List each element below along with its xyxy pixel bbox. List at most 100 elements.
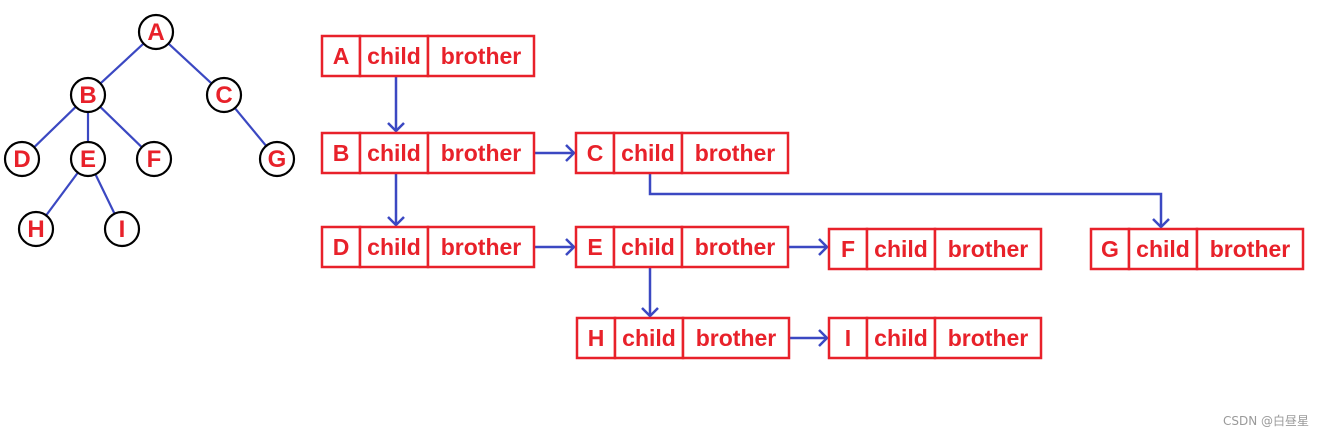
tree-edge-A-B xyxy=(99,42,145,85)
box-child-cell xyxy=(865,227,937,271)
tree-node-circle xyxy=(17,210,55,248)
pointer-E-brother-F xyxy=(782,238,829,256)
tree-node-F: F xyxy=(135,140,173,178)
box-brother-cell-text: brother xyxy=(948,236,1029,262)
box-brother-cell-text: brother xyxy=(948,325,1029,351)
tree-edges xyxy=(33,42,268,217)
box-child-cell xyxy=(358,131,430,175)
tree-node-label: C xyxy=(215,82,232,109)
box-label-cell-text: H xyxy=(588,325,605,351)
box-brother-cell-text: brother xyxy=(1210,236,1291,262)
box-child-cell-text: child xyxy=(621,234,675,260)
box-label-cell xyxy=(574,225,616,269)
tree-node-label: F xyxy=(147,146,162,173)
box-brother-cell xyxy=(680,131,790,175)
box-brother-cell xyxy=(933,227,1043,271)
box-child-cell xyxy=(865,316,937,360)
tree-node-circle xyxy=(135,140,173,178)
pointer-H-brother-I xyxy=(783,329,829,347)
box-child-cell-text: child xyxy=(1136,236,1190,262)
tree-node-I: I xyxy=(103,210,141,248)
pointer-arrowhead xyxy=(818,238,829,256)
box-child-cell-text: child xyxy=(367,43,421,69)
tree-node-circle xyxy=(69,76,107,114)
box-child-cell xyxy=(612,225,684,269)
box-brother-cell xyxy=(426,225,536,269)
tree-node-circle xyxy=(205,76,243,114)
box-brother-cell-text: brother xyxy=(695,140,776,166)
box-label-cell-text: I xyxy=(845,325,851,351)
tree-node-circle xyxy=(258,140,296,178)
box-child-cell-text: child xyxy=(622,325,676,351)
tree-nodes: A B C D E F G H I xyxy=(3,13,296,248)
box-brother-cell xyxy=(680,225,790,269)
box-brother-cell xyxy=(426,34,536,78)
pointer-arrowhead xyxy=(818,329,829,347)
box-brother-cell xyxy=(1195,227,1305,271)
pointer-C-child-G xyxy=(648,161,1170,229)
pointer-arrowhead xyxy=(565,238,576,256)
tree-node-H: H xyxy=(17,210,55,248)
tree-node-label: A xyxy=(147,19,164,46)
box-brother-cell-text: brother xyxy=(441,234,522,260)
tree-node-G: G xyxy=(258,140,296,178)
pointer-arrowhead xyxy=(387,122,405,133)
tree-node-C: C xyxy=(205,76,243,114)
box-label-cell-text: D xyxy=(333,234,350,260)
box-child-cell-text: child xyxy=(874,236,928,262)
pointer-arrowhead xyxy=(641,307,659,318)
tree-edge-E-I xyxy=(94,173,116,215)
box-brother-cell-text: brother xyxy=(696,325,777,351)
tree-node-circle xyxy=(137,13,175,51)
child-brother-pointers xyxy=(387,64,1170,347)
tree-edge-E-H xyxy=(45,171,79,217)
tree-node-circle xyxy=(69,140,107,178)
box-child-cell-text: child xyxy=(621,140,675,166)
box-label-cell-text: C xyxy=(587,140,604,166)
box-brother-cell-text: brother xyxy=(441,43,522,69)
box-label-cell-text: F xyxy=(841,236,855,262)
tree-node-D: D xyxy=(3,140,41,178)
tree-node-label: B xyxy=(79,82,96,109)
watermark: CSDN @白昼星 xyxy=(1222,414,1309,428)
tree-edge-A-C xyxy=(167,42,213,85)
box-child-cell xyxy=(612,131,684,175)
box-brother-cell-text: brother xyxy=(441,140,522,166)
tree-node-label: G xyxy=(268,146,287,173)
box-label-cell-text: B xyxy=(333,140,350,166)
box-label-cell-text: E xyxy=(587,234,602,260)
tree-edge-B-D xyxy=(33,106,77,148)
pointer-B-brother-C xyxy=(528,144,576,162)
tree-node-label: H xyxy=(27,216,44,243)
box-child-cell-text: child xyxy=(367,234,421,260)
pointer-line xyxy=(648,161,1163,227)
box-label-cell xyxy=(575,316,617,360)
box-label-cell xyxy=(827,227,869,271)
tree-node-E: E xyxy=(69,140,107,178)
pointer-arrowhead xyxy=(1152,218,1170,229)
tree-node-label: I xyxy=(119,216,126,243)
tree-node-circle xyxy=(3,140,41,178)
tree-edge-C-G xyxy=(233,107,268,147)
tree-edge-B-F xyxy=(99,106,143,148)
box-label-cell xyxy=(574,131,616,175)
tree-node-label: E xyxy=(80,146,96,173)
tree-node-circle xyxy=(103,210,141,248)
box-label-cell-text: G xyxy=(1101,236,1119,262)
box-brother-cell xyxy=(426,131,536,175)
box-label-cell-text: A xyxy=(333,43,350,69)
pointer-D-brother-E xyxy=(528,238,576,256)
pointer-arrowhead xyxy=(565,144,576,162)
box-child-cell-text: child xyxy=(874,325,928,351)
box-label-cell xyxy=(320,131,362,175)
box-brother-cell xyxy=(933,316,1043,360)
